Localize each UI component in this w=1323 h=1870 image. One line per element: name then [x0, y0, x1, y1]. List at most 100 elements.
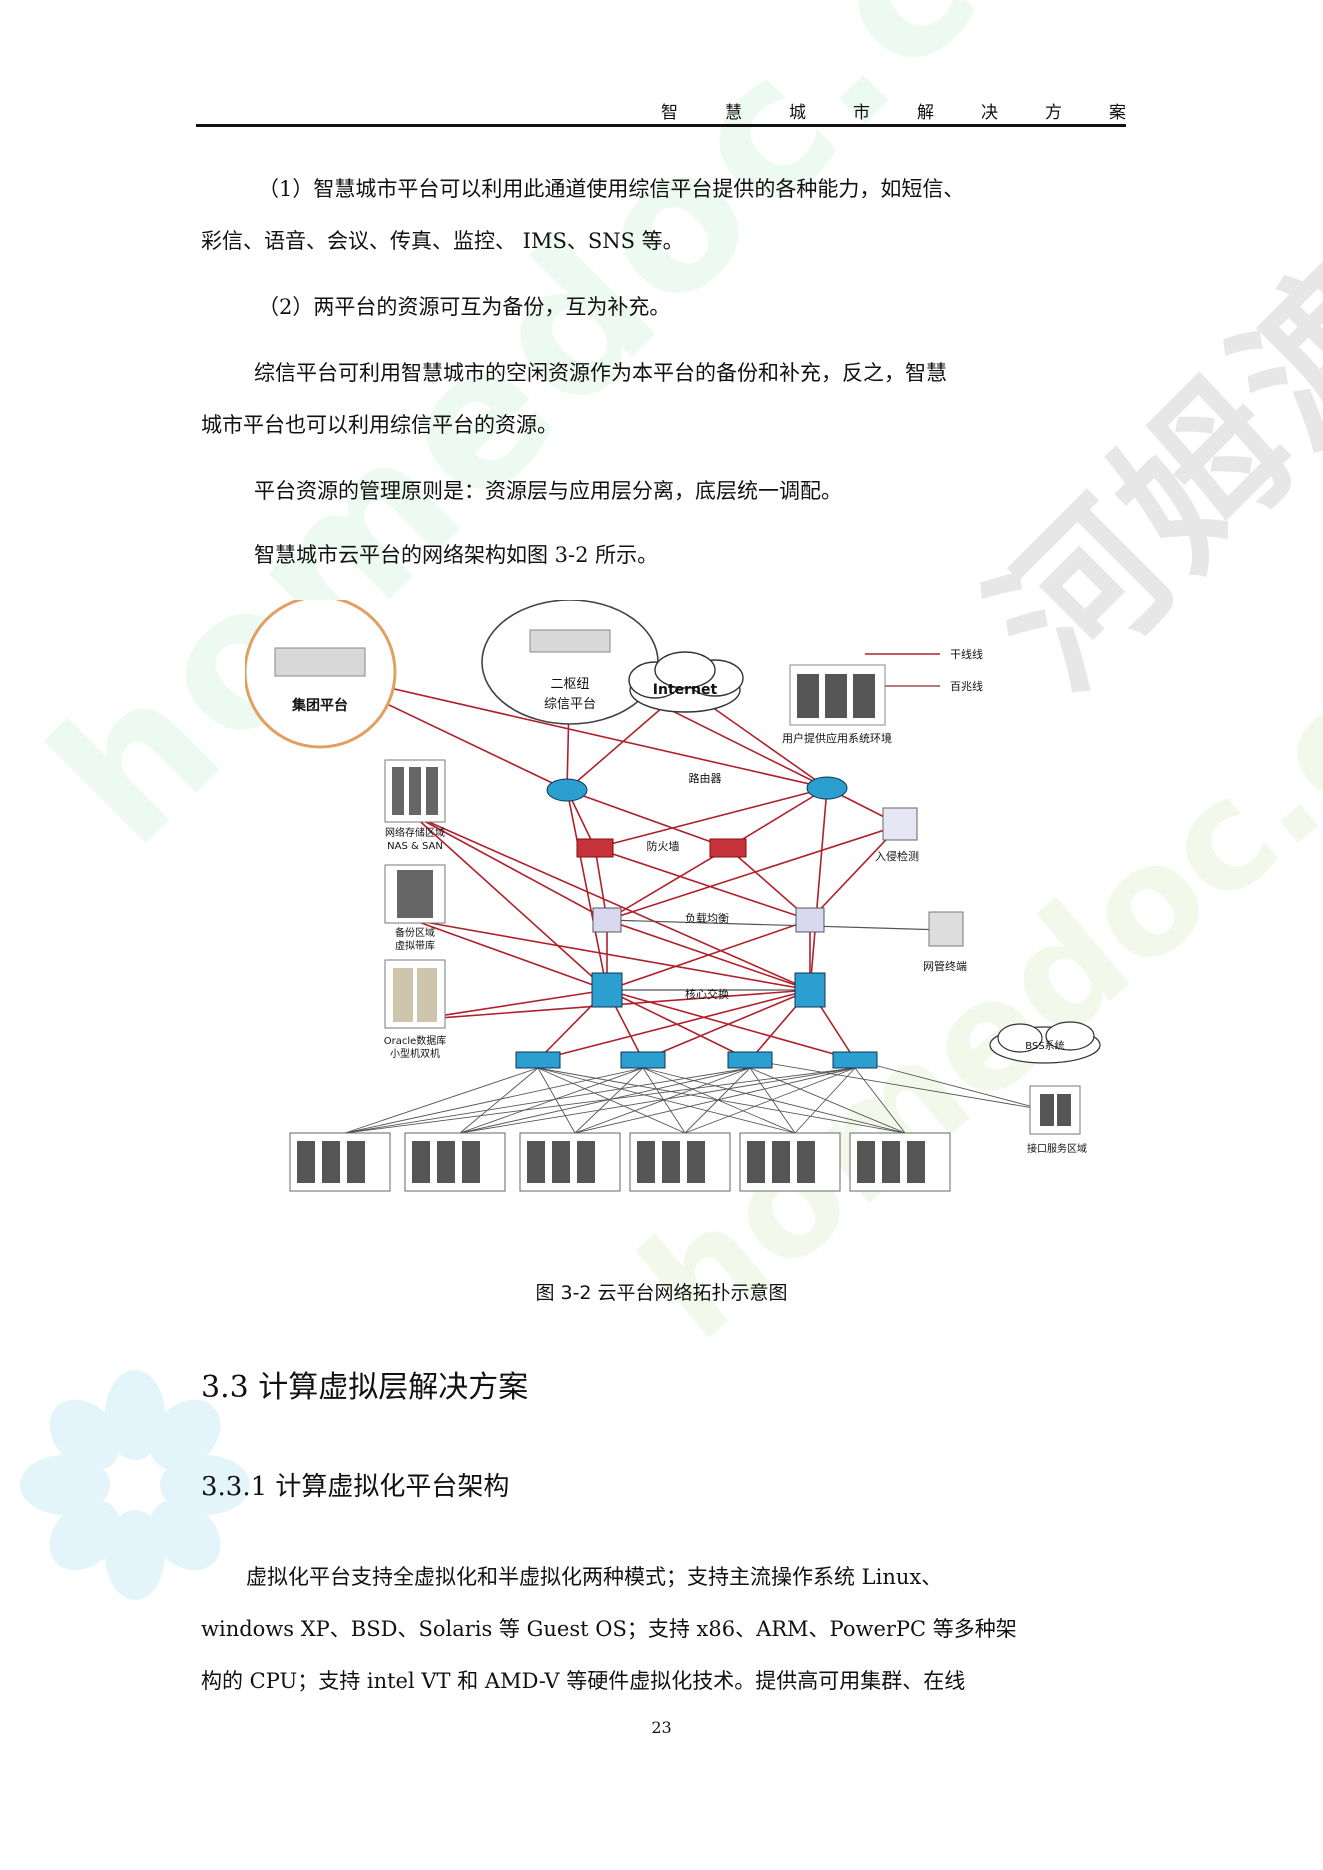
backbone-link — [412, 919, 811, 991]
backbone-link — [606, 989, 856, 1061]
server-icon — [527, 1141, 545, 1183]
subsection-heading: 3.3.1 计算虚拟化平台架构 — [201, 1472, 510, 1502]
paragraph-3-line-2: 城市平台也可以利用综信平台的资源。 — [201, 413, 558, 437]
legend-secondary-label: 百兆线 — [950, 679, 983, 693]
backbone-link — [606, 824, 901, 921]
backbone-link — [809, 787, 828, 991]
server-icon — [825, 674, 847, 718]
hub-icon — [529, 629, 611, 653]
storage-icon — [392, 767, 404, 815]
running-header: 智慧城市解决方案 — [196, 96, 1126, 127]
access-link — [574, 1067, 644, 1134]
server-icon — [462, 1141, 480, 1183]
access-link — [642, 1067, 686, 1134]
backbone-link — [606, 919, 811, 991]
user-env-label: 用户提供应用系统环境 — [782, 731, 892, 745]
access-switch-icon — [727, 1051, 773, 1069]
backbone-link — [566, 789, 729, 849]
ids-label: 入侵检测 — [875, 849, 919, 863]
nms-label: 网管终端 — [923, 959, 967, 973]
interface-label: 接口服务区域 — [1027, 1142, 1087, 1155]
page-number: 23 — [651, 1718, 672, 1737]
network-topology-diagram: 干线线百兆线集团平台二枢纽综信平台Internet用户提供应用系统环境路由器防火… — [245, 600, 1101, 1192]
backbone-link — [606, 847, 729, 921]
group-platform-label: 集团平台 — [291, 697, 348, 714]
server-icon — [797, 1141, 815, 1183]
access-link — [684, 1067, 751, 1134]
internet-cloud-icon — [628, 651, 744, 713]
access-link — [344, 1067, 539, 1134]
firewall-label: 防火墙 — [647, 839, 680, 853]
server-icon — [577, 1141, 595, 1183]
server-icon — [857, 1141, 875, 1183]
backbone-link — [566, 789, 608, 991]
oracle-label-2: 小型机双机 — [390, 1047, 440, 1060]
access-link — [537, 1067, 686, 1134]
running-header-title: 智慧城市解决方案 — [661, 103, 1173, 123]
server-icon — [797, 674, 819, 718]
nms-icon — [928, 911, 964, 947]
access-switch-icon — [832, 1051, 878, 1069]
paragraph-5: 智慧城市云平台的网络架构如图 3-2 所示。 — [254, 543, 659, 567]
router-label: 路由器 — [689, 771, 722, 785]
access-link — [642, 1067, 906, 1134]
hub-label-1: 二枢纽 — [550, 677, 589, 692]
server-icon — [637, 1141, 655, 1183]
core-switch-label: 核心交换 — [685, 987, 729, 1001]
backbone-link — [642, 989, 811, 1061]
backbone-link — [412, 814, 608, 921]
backbone-link — [594, 787, 828, 849]
server-icon — [412, 1141, 430, 1183]
paragraph-4: 平台资源的管理原则是：资源层与应用层分离，底层统一调配。 — [254, 479, 842, 503]
bss-cloud-icon — [989, 1021, 1101, 1064]
server-icon — [772, 1141, 790, 1183]
server-icon — [552, 1141, 570, 1183]
access-link — [344, 1067, 644, 1134]
storage-label-1: 网络存储区域 — [385, 826, 445, 839]
minicomputer-icon — [393, 968, 413, 1022]
access-link — [854, 1067, 906, 1134]
server-icon — [322, 1141, 340, 1183]
hub-label-2: 综信平台 — [544, 697, 596, 712]
storage-label-2: NAS & SAN — [387, 841, 443, 852]
access-link — [854, 1059, 1046, 1111]
server-icon — [853, 674, 875, 718]
server-icon — [347, 1141, 365, 1183]
backbone-link — [412, 919, 608, 991]
access-link — [749, 1059, 1046, 1111]
server-icon — [882, 1141, 900, 1183]
server-icon — [1040, 1094, 1054, 1126]
lb-nms-link — [606, 919, 946, 931]
router-icon — [546, 778, 588, 802]
access-link — [459, 1067, 856, 1134]
access-link — [459, 1067, 751, 1134]
backup-label-1: 备份区域 — [395, 926, 435, 939]
minicomputer-icon — [417, 968, 437, 1022]
storage-icon — [409, 767, 421, 815]
access-switch-icon — [515, 1051, 561, 1069]
paragraph-1-line-2: 彩信、语音、会议、传真、监控、 IMS、SNS 等。 — [201, 229, 684, 253]
server-icon — [297, 1141, 315, 1183]
access-link — [574, 1067, 751, 1134]
internet-label: Internet — [653, 682, 718, 698]
interface-box — [1029, 1085, 1081, 1135]
backbone-link — [606, 989, 751, 1061]
core-switch-icon — [794, 972, 826, 1008]
body2-line-2: windows XP、BSD、Solaris 等 Guest OS；支持 x86… — [201, 1617, 1017, 1641]
server-icon — [437, 1141, 455, 1183]
paragraph-3-line-1: 综信平台可利用智慧城市的空闲资源作为本平台的备份和补充，反之，智慧 — [254, 361, 947, 385]
load-balancer-icon — [592, 907, 622, 933]
access-link — [642, 1067, 796, 1134]
figure-caption: 图 3-2 云平台网络拓扑示意图 — [535, 1282, 788, 1304]
server-icon — [1057, 1094, 1071, 1126]
bss-label: BSS系统 — [1025, 1039, 1064, 1052]
tape-library-icon — [397, 870, 433, 918]
backup-label-2: 虚拟带库 — [395, 939, 435, 952]
paragraph-2: （2）两平台的资源可互为备份，互为补充。 — [258, 295, 671, 319]
load-balancer-icon — [795, 907, 825, 933]
storage-icon — [426, 767, 438, 815]
server-icon — [907, 1141, 925, 1183]
access-link — [459, 1067, 539, 1134]
access-link — [537, 1067, 576, 1134]
backbone-link — [412, 814, 811, 991]
